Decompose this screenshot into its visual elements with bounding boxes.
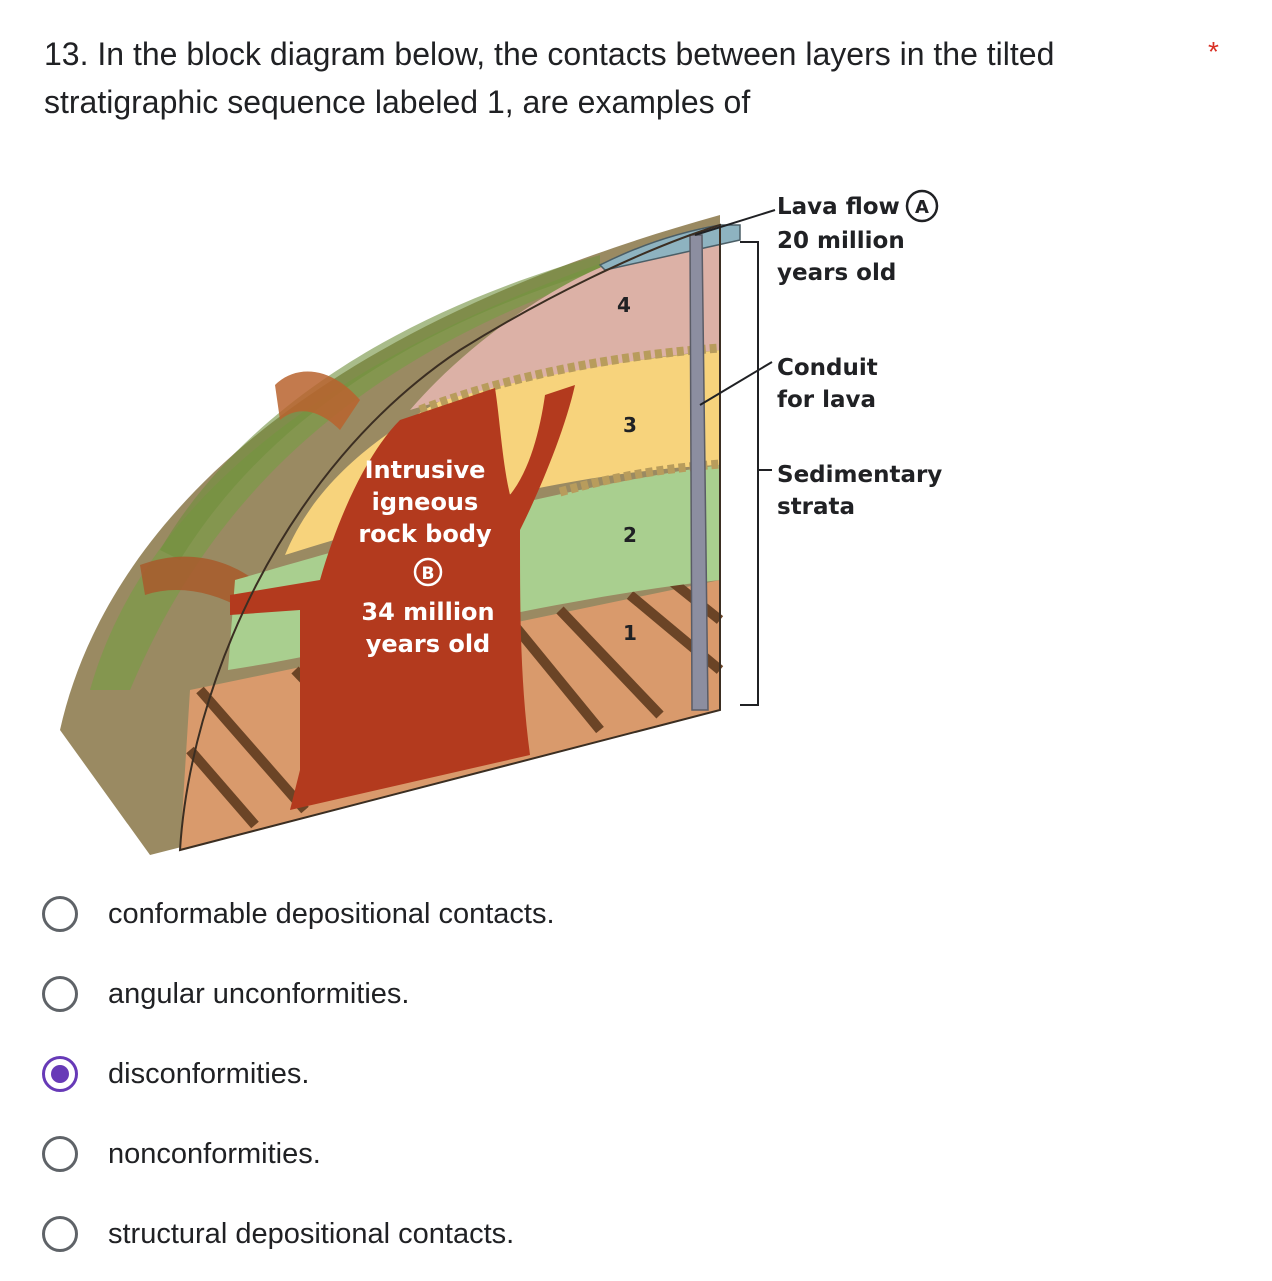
layer-1-tilted-beds [186,576,724,829]
option-label: angular unconformities. [108,977,410,1010]
question-title: 13. In the block diagram below, the cont… [44,36,1055,120]
conduit-label-line1: Conduit [777,355,878,381]
option-label: nonconformities. [108,1137,321,1170]
lava-flow-marker-circle [905,189,939,223]
rust-band-upper [275,371,360,430]
lava-flow-label: Lava flow [777,194,900,220]
cross-section-outline [178,223,721,852]
lava-flow-age-line2: years old [777,260,896,286]
intrusive-marker-circle [413,557,443,587]
lava-flow-age-line1: 20 million [777,228,905,254]
option-label: structural depositional contacts. [108,1217,515,1250]
intrusive-age-line1: 34 million [361,598,494,626]
option-nonconformities[interactable]: nonconformities. [42,1114,942,1194]
leader-lines [694,209,776,706]
conduit-label-line2: for lava [777,387,876,413]
radio-button-selected[interactable] [42,1056,78,1092]
radio-button[interactable] [42,1136,78,1172]
intrusive-label-line2: igneous [372,488,479,516]
option-disconformities[interactable]: disconformities. [42,1034,942,1114]
intrusive-label-line1: Intrusive [365,456,486,484]
lava-flow-marker: A [915,197,929,218]
option-structural[interactable]: structural depositional contacts. [42,1194,942,1274]
strata-label-line1: Sedimentary [777,462,942,488]
cross-section [178,223,741,852]
strata-label-line2: strata [777,494,855,520]
lava-flow-cap [598,224,741,271]
answer-options: conformable depositional contacts. angul… [42,874,942,1274]
gravel-contact-upper [418,343,721,415]
intrusive-body [230,385,575,810]
layer-4-strata [410,230,720,410]
layer-2-number: 2 [623,523,637,547]
option-label: conformable depositional contacts. [108,897,555,930]
radio-button[interactable] [42,976,78,1012]
required-marker: * [1208,36,1219,67]
option-label: disconformities. [108,1057,310,1090]
layer-3-number: 3 [623,413,637,437]
layer-1-number: 1 [623,621,637,645]
block-diagram: 4 3 2 1 Intrusive igneous rock body B 34… [40,170,960,870]
rust-band-lower [140,556,255,610]
intrusive-age-line2: years old [366,630,491,658]
radio-button[interactable] [42,1216,78,1252]
block-diagram-svg: 4 3 2 1 Intrusive igneous rock body B 34… [60,189,942,855]
radio-button[interactable] [42,896,78,932]
layer-4-number: 4 [617,293,631,317]
option-angular-unconformities[interactable]: angular unconformities. [42,954,942,1034]
intrusive-marker: B [422,564,435,584]
intrusive-label-line3: rock body [358,520,492,548]
option-conformable[interactable]: conformable depositional contacts. [42,874,942,954]
